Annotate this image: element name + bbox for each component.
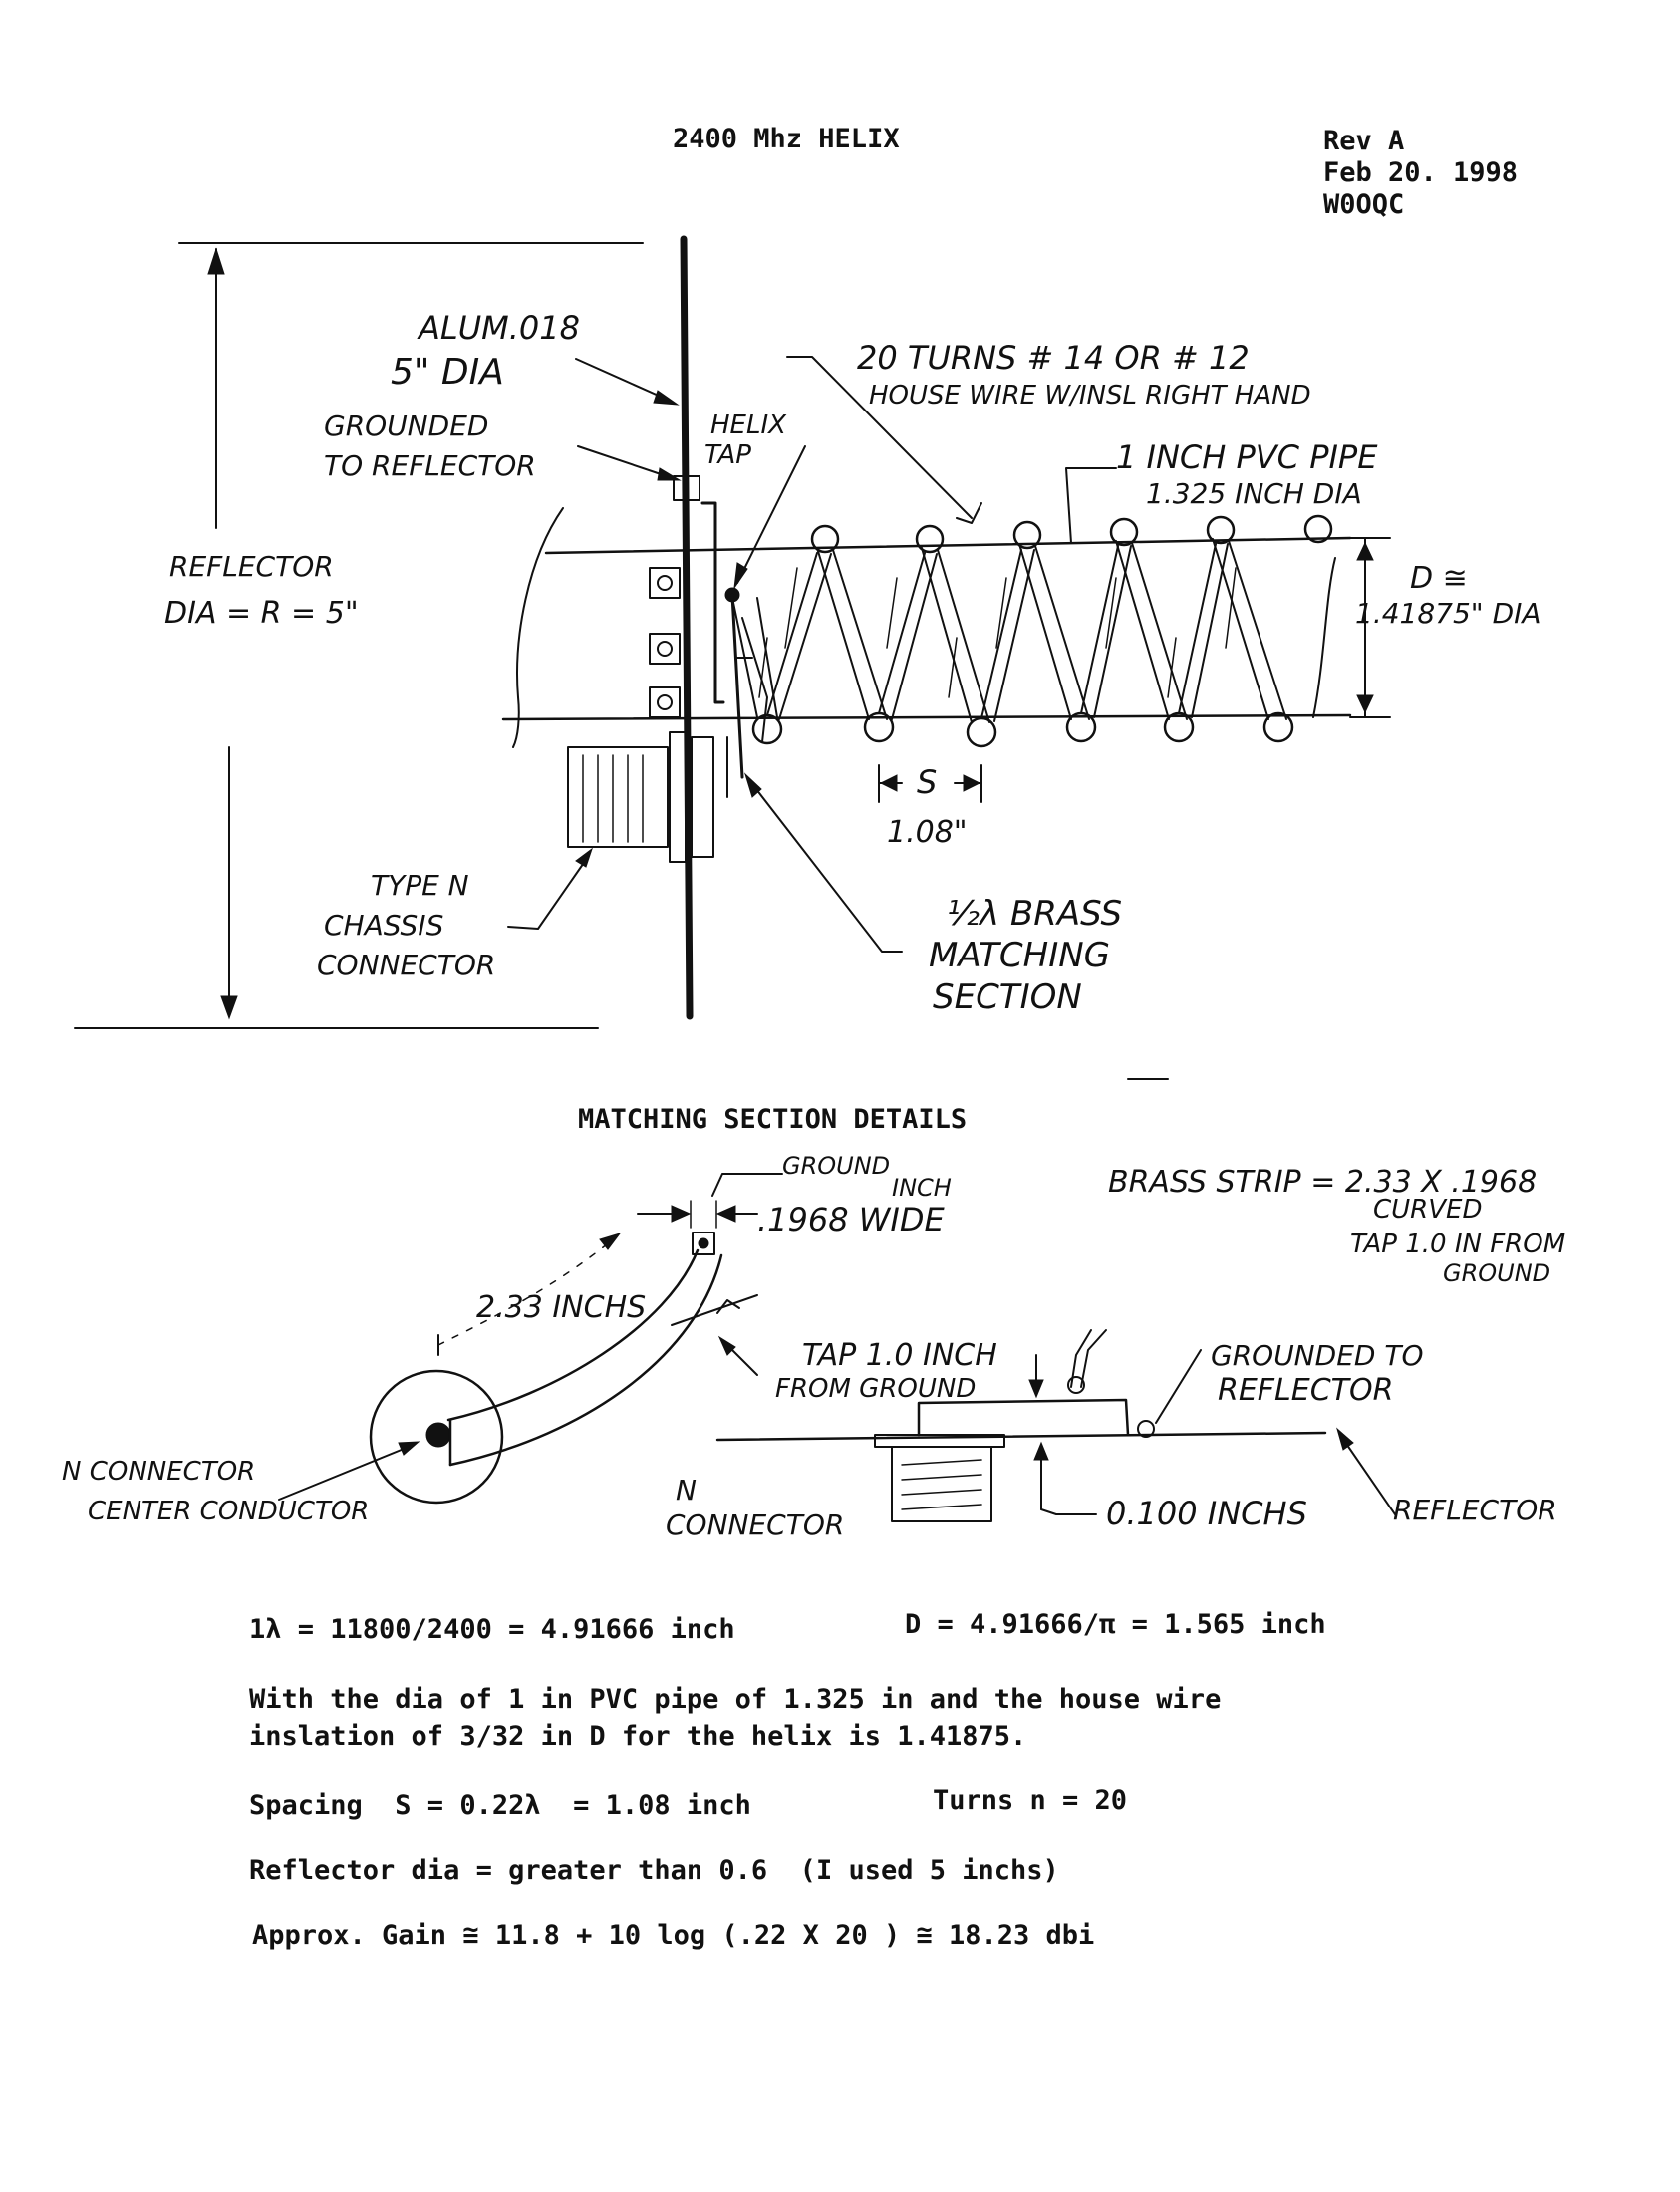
grounded-to-label: GROUNDED TO	[1211, 1339, 1424, 1372]
bottom-dimensions	[278, 1173, 783, 1501]
pvc-pipe-label: 1 INCH PVC PIPE	[1116, 438, 1378, 476]
tap-label: TAP	[704, 440, 751, 470]
gain-equation: Approx. Gain ≅ 11.8 + 10 log (.22 X 20 )…	[252, 1920, 1095, 1951]
diameter-equation: D = 4.91666/π = 1.565 inch	[905, 1609, 1326, 1640]
width-label: .1968 WIDE	[757, 1201, 946, 1238]
n-connector-circle	[369, 1369, 504, 1505]
center-conductor-label: CENTER CONDUCTOR	[88, 1497, 369, 1526]
reflector-label: REFLECTOR	[169, 550, 334, 583]
tap-from-ground-label: FROM GROUND	[775, 1374, 976, 1404]
spacing-value-label: 1.08"	[887, 815, 968, 850]
reflector-dia-label: DIA = R = 5"	[164, 596, 359, 631]
pvc-note-line2: inslation of 3/32 in D for the helix is …	[249, 1721, 1027, 1752]
reflector-side-label: REFLECTOR	[1393, 1494, 1557, 1526]
gap-label: 0.100 INCHS	[1106, 1495, 1307, 1532]
matching-section	[673, 475, 768, 798]
alum-dia-label: 5" DIA	[391, 352, 504, 393]
revision-date: Feb 20. 1998	[1323, 157, 1518, 188]
connector-type-label: TYPE N	[371, 869, 469, 902]
s-dimension	[878, 764, 982, 803]
reflector-plate	[680, 235, 694, 1020]
pvc-pipe	[501, 507, 1352, 748]
turns-equation: Turns n = 20	[933, 1785, 1128, 1816]
d-label: D ≅	[1410, 561, 1468, 596]
section-title: MATCHING SECTION DETAILS	[578, 1104, 967, 1135]
callsign: W0OQC	[1323, 189, 1404, 220]
n-label: N	[676, 1474, 697, 1507]
grounded-label: GROUNDED	[324, 410, 488, 442]
ground-note-label: GROUND	[1443, 1259, 1550, 1287]
mounting-screws	[649, 567, 681, 718]
reflector-dimension	[74, 242, 644, 1029]
brass-matching-label: MATCHING	[929, 936, 1110, 975]
reflector-dia-note: Reflector dia = greater than 0.6 (I used…	[249, 1855, 1059, 1886]
house-wire-label: HOUSE WIRE W/INSL RIGHT HAND	[869, 381, 1311, 411]
type-n-connector	[567, 731, 714, 863]
spacing-equation: Spacing S = 0.22λ = 1.08 inch	[249, 1790, 751, 1821]
grounded-to-reflector-label: TO REFLECTOR	[324, 449, 536, 482]
n-connector-label: N CONNECTOR	[62, 1457, 255, 1487]
helix-label: HELIX	[710, 411, 787, 440]
grounded-reflector-label: REFLECTOR	[1218, 1373, 1393, 1408]
connector-label: CONNECTOR	[317, 949, 495, 981]
connector-chassis-label: CHASSIS	[324, 909, 443, 942]
side-view-assembly	[715, 1329, 1396, 1522]
ground-label: GROUND	[782, 1152, 890, 1180]
tap-distance-label: TAP 1.0 INCH	[802, 1338, 997, 1373]
d-dia-label: 1.41875" DIA	[1355, 597, 1541, 630]
pvc-dia-label: 1.325 INCH DIA	[1146, 477, 1362, 510]
document-title: 2400 Mhz HELIX	[673, 124, 900, 154]
curved-label: CURVED	[1373, 1195, 1482, 1225]
helix-wire	[731, 514, 1333, 748]
length-label: 2.33 INCHS	[476, 1290, 646, 1325]
spacing-s-label: S	[917, 763, 937, 801]
curved-brass-strip	[446, 1232, 758, 1467]
alum-label: ALUM.018	[417, 309, 580, 347]
top-leader-lines	[507, 356, 1117, 953]
brass-strip-label: BRASS STRIP = 2.33 X .1968	[1108, 1165, 1537, 1200]
d-dimension	[1349, 537, 1391, 718]
revision-label: Rev A	[1323, 126, 1404, 156]
inch-label: INCH	[892, 1174, 952, 1202]
tap-in-from-label: TAP 1.0 IN FROM	[1350, 1230, 1565, 1259]
brass-section-label: SECTION	[933, 977, 1082, 1017]
pvc-note-line1: With the dia of 1 in PVC pipe of 1.325 i…	[249, 1684, 1222, 1715]
connector-side-label: CONNECTOR	[666, 1508, 844, 1541]
brass-label: ½λ BRASS	[947, 894, 1122, 934]
wavelength-equation: 1λ = 11800/2400 = 4.91666 inch	[249, 1614, 735, 1645]
turns-label: 20 TURNS # 14 OR # 12	[857, 339, 1250, 377]
